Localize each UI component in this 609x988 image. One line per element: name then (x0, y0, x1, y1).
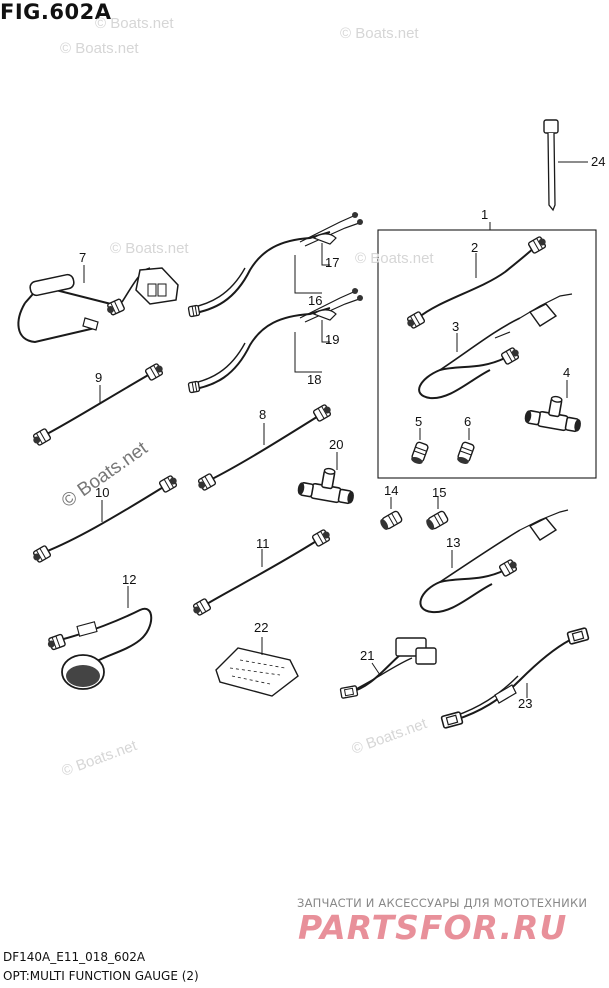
callout-22: 22 (254, 620, 269, 635)
figure-caption: OPT:MULTI FUNCTION GAUGE (2) (3, 969, 199, 983)
watermark: © Boats.net (95, 15, 174, 32)
callout-7: 7 (79, 250, 87, 265)
part-20-tee-connector (295, 452, 359, 506)
part-14-terminator (377, 497, 404, 532)
callout-4: 4 (563, 365, 571, 380)
callout-24: 24 (591, 154, 606, 169)
brand-logo-text: PARTSFOR.RU (298, 908, 568, 947)
brand-subtitle: ЗАПЧАСТИ И АКСЕССУАРЫ ДЛЯ МОТОТЕХНИКИ (297, 896, 588, 910)
callout-12: 12 (122, 572, 137, 587)
part-6-terminator (455, 428, 476, 467)
callout-16: 16 (308, 293, 323, 308)
part-3-power-cable (418, 293, 573, 400)
part-12-sensor (45, 586, 153, 690)
part-21-adapter-harness (339, 637, 437, 699)
part-18-harness (187, 288, 363, 394)
part-7-sensor-harness (17, 265, 179, 344)
part-4-tee-connector (522, 380, 586, 434)
part-24-cable-tie (543, 119, 588, 212)
callout-20: 20 (329, 437, 344, 452)
callout-13: 13 (446, 535, 461, 550)
callout-23: 23 (518, 696, 533, 711)
callout-11: 11 (256, 536, 270, 551)
part-16-harness (187, 212, 363, 318)
part-5-terminator (409, 428, 430, 467)
watermark: © Boats.net (60, 40, 139, 57)
callout-18: 18 (307, 372, 322, 387)
part-2-backbone-cable (404, 234, 549, 331)
part-8-drop-cable (195, 402, 334, 493)
part-11-drop-cable (190, 527, 333, 618)
callout-17: 17 (325, 255, 340, 270)
part-22-parts-bag (215, 637, 299, 697)
part-13-power-cable (419, 509, 569, 614)
part-23-extension-harness (440, 626, 590, 730)
watermark: © Boats.net (355, 250, 434, 267)
kit-box-1 (377, 222, 597, 479)
callout-10: 10 (95, 485, 110, 500)
callout-9: 9 (95, 370, 103, 385)
callout-6: 6 (464, 414, 472, 429)
part-10-drop-cable (30, 473, 180, 565)
callout-19: 19 (325, 332, 340, 347)
callout-1: 1 (481, 207, 489, 222)
callout-14: 14 (384, 483, 399, 498)
callout-8: 8 (259, 407, 267, 422)
watermark: © Boats.net (340, 25, 419, 42)
watermark: © Boats.net (110, 240, 189, 257)
callout-3: 3 (452, 319, 460, 334)
callout-5: 5 (415, 414, 423, 429)
callout-2: 2 (471, 240, 479, 255)
part-15-terminator (423, 497, 450, 532)
part-9-drop-cable (30, 361, 166, 448)
callout-21: 21 (360, 648, 375, 663)
callout-15: 15 (432, 485, 447, 500)
figure-title: FIG.602A (0, 0, 112, 24)
figure-code: DF140A_E11_018_602A (3, 950, 146, 964)
